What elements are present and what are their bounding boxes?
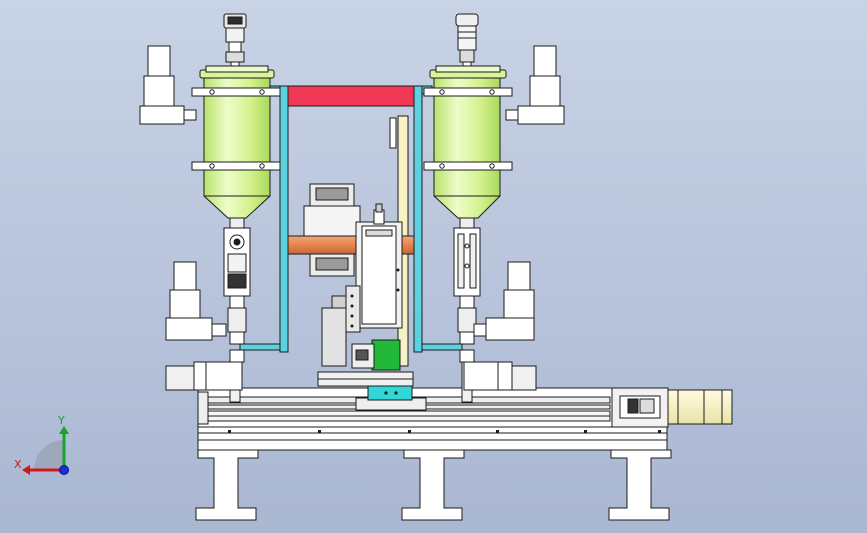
left-tank-assembly[interactable]	[139, 13, 281, 403]
right-tank-body	[433, 77, 501, 219]
right-tank-assembly[interactable]	[423, 13, 565, 403]
frame-right-post	[413, 85, 423, 353]
axis-label-y: Y	[57, 414, 65, 427]
frame-top-bar	[287, 85, 415, 107]
right-leg	[608, 449, 672, 521]
left-bottom-motor	[165, 361, 243, 391]
axis-label-x: X	[14, 458, 22, 471]
left-lower-motor	[165, 261, 227, 341]
green-motor	[371, 339, 401, 371]
beam-bolts	[228, 430, 661, 433]
right-upper-motor	[505, 45, 565, 125]
coordinate-triad-icon[interactable]: X Y	[14, 414, 69, 475]
main-beam	[197, 426, 668, 451]
carriage[interactable]	[317, 371, 427, 411]
right-lower-motor	[473, 261, 535, 341]
left-leg	[195, 449, 259, 521]
left-upper-motor	[139, 45, 197, 125]
middle-leg	[401, 449, 465, 521]
right-bottom-motor	[463, 361, 537, 391]
frame-left-post	[279, 85, 289, 353]
left-tank-body	[203, 77, 271, 219]
module-servo-motor	[667, 389, 733, 425]
carriage-cyan-block	[367, 385, 413, 401]
gantry-frame[interactable]	[239, 85, 463, 353]
center-mechanism[interactable]	[287, 115, 415, 371]
